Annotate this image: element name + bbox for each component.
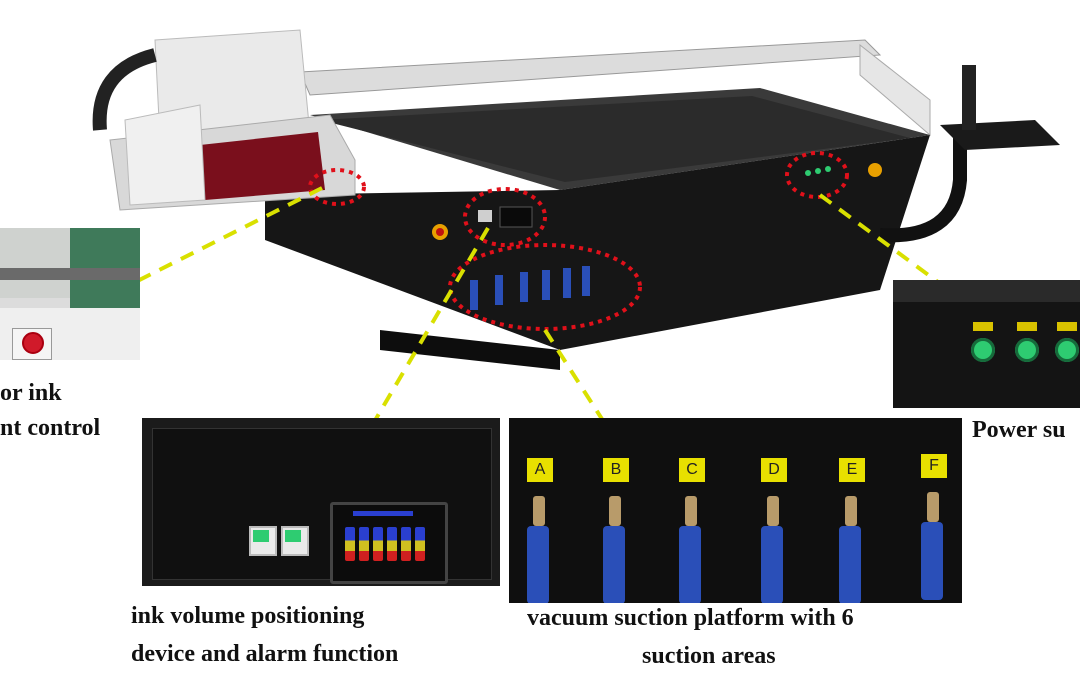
valve-label-e: E [839,458,865,482]
caption-power: Power su [972,417,1066,443]
valve-label-a: A [527,458,553,482]
ink-level-screen [330,502,448,584]
valve-handle-f [921,522,943,600]
callout-arrow-ink [331,226,490,494]
caption-ink-line2: device and alarm function [131,641,399,667]
gantry-rail [299,39,882,96]
valve-label-f: F [921,454,947,478]
highlight-ring-valves [448,243,642,331]
power-button-1 [971,338,995,362]
valve-handle-a [527,526,549,603]
emergency-button-icon [22,332,44,354]
power-button-3 [1055,338,1079,362]
caption-vacuum-line1: vacuum suction platform with 6 [527,605,854,631]
valve-handle-b [603,526,625,603]
highlight-ring-carriage [308,168,366,206]
emergency-stop-right [868,163,882,177]
caption-left-line2: nt control [0,415,101,441]
inset-ink-volume [142,418,500,586]
valve-handle-c [679,526,701,603]
valve-label-b: B [603,458,629,482]
highlight-ring-power [785,151,849,199]
front-valves [470,266,590,310]
inset-left-control [0,228,140,360]
valve-label-c: C [679,458,705,482]
inset-vacuum-valves: A B C D E F [509,418,962,603]
valve-handle-e [839,526,861,603]
caption-left-line1: or ink [0,380,62,406]
caption-ink-line1: ink volume positioning [131,603,365,629]
front-display [499,206,533,228]
valve-handle-d [761,526,783,603]
inset-power-switches [893,280,1080,408]
valve-label-d: D [761,458,787,482]
printer-base [265,135,930,350]
caption-vacuum-line2: suction areas [642,643,776,669]
highlight-ring-display [463,187,547,247]
power-button-2 [1015,338,1039,362]
